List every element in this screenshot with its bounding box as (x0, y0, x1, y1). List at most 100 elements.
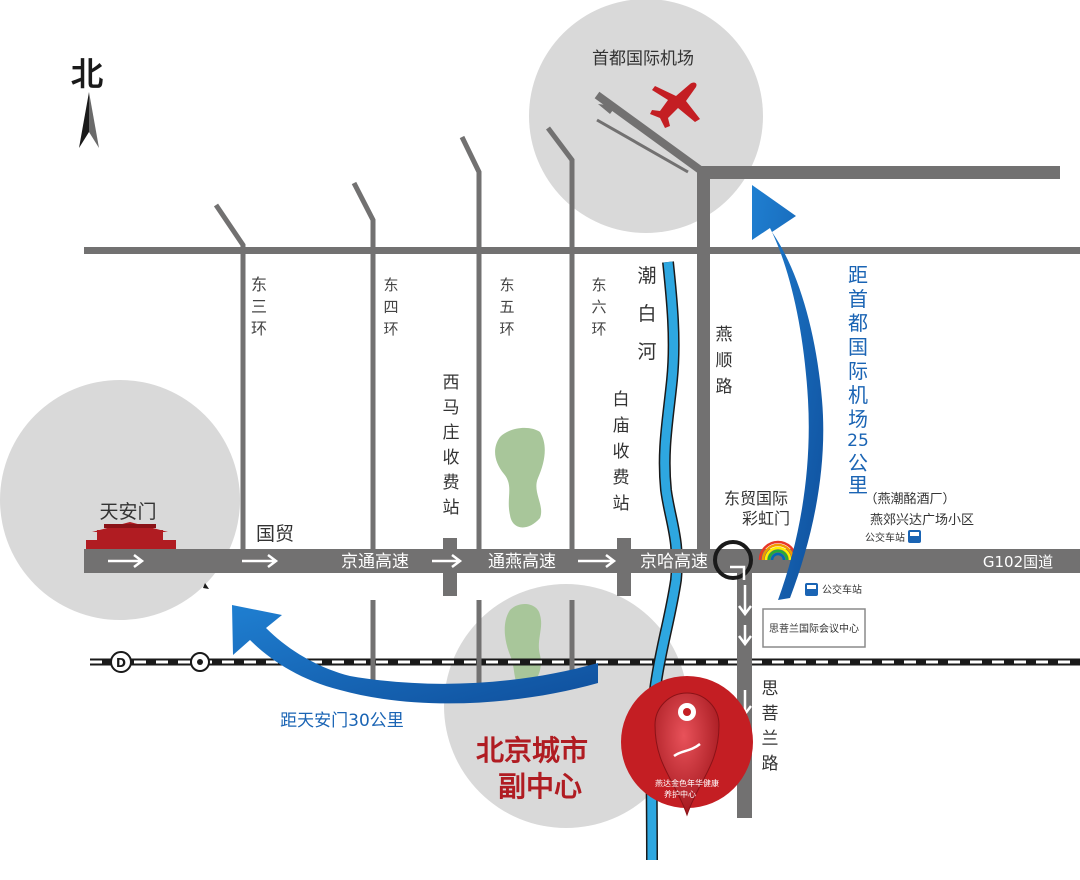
ring-road-east3-label: 东 三 环 (251, 275, 267, 338)
ring-road-east5 (459, 135, 482, 685)
ring-road-east3 (213, 203, 246, 552)
rainbow-gate-label-line2: 彩虹门 (742, 509, 790, 528)
ring-road-east4 (351, 181, 376, 685)
roundabout (713, 540, 753, 580)
svg-text:环: 环 (499, 320, 514, 338)
svg-text:白: 白 (637, 303, 656, 325)
svg-text:D: D (116, 656, 126, 670)
svg-text:东: 东 (591, 276, 606, 294)
svg-text:马: 马 (443, 398, 460, 418)
small-marker (203, 583, 209, 589)
svg-text:费: 费 (443, 473, 460, 493)
tiananmen-circle (0, 380, 240, 620)
svg-text:东: 东 (383, 276, 398, 294)
bus-stop-1-label: 公交车站 (865, 531, 905, 544)
bus-stop-2-label: 公交车站 (822, 583, 862, 596)
subcenter-label-line1: 北京城市 (476, 734, 588, 767)
svg-text:庄: 庄 (443, 423, 460, 443)
toll-baimiao-label: 白 庙 收 费 站 (613, 390, 630, 514)
park-south (504, 603, 542, 690)
svg-text:燕: 燕 (716, 325, 733, 345)
tiananmen-label: 天安门 (99, 501, 156, 523)
svg-text:际: 际 (848, 359, 868, 383)
svg-text:东: 东 (251, 275, 267, 294)
svg-text:25: 25 (847, 431, 869, 451)
conference-center-label: 思菩兰国际会议中心 (769, 622, 859, 635)
svg-text:环: 环 (383, 320, 398, 338)
tiananmen-distance-label: 距天安门30公里 (280, 711, 404, 731)
svg-text:兰: 兰 (762, 729, 779, 749)
svg-text:潮: 潮 (637, 265, 656, 287)
railway-station-icon: D (110, 651, 132, 673)
svg-text:费: 费 (613, 468, 630, 488)
svg-text:距: 距 (848, 263, 868, 287)
airport-distance-label: 距 首 都 国 际 机 场 25 公 里 (847, 263, 869, 497)
airplane-icon (650, 82, 700, 128)
rainbow-gate-label-line1: 东贸国际 (724, 489, 788, 508)
park-north (495, 427, 545, 528)
svg-text:环: 环 (251, 319, 267, 338)
guomao-label: 国贸 (256, 523, 294, 545)
airport-circle (529, 0, 763, 233)
ring-road-east5-label: 东 五 环 (499, 276, 514, 338)
svg-text:六: 六 (591, 298, 606, 316)
svg-text:思: 思 (762, 679, 779, 699)
pin-text-line1: 燕达金色年华健康 (655, 778, 719, 788)
highway-jingtong-label: 京通高速 (341, 552, 409, 572)
toll-ximazhuang-label: 西 马 庄 收 费 站 (443, 373, 460, 518)
sishanlan-road-label: 思 菩 兰 路 (762, 679, 779, 774)
svg-text:站: 站 (443, 498, 460, 518)
north-road (84, 247, 1080, 254)
svg-text:首: 首 (848, 287, 868, 311)
airport-direction-arrow (598, 104, 616, 114)
airport-diagonal-road (594, 91, 706, 176)
destination-pin-icon (654, 692, 720, 817)
airport-diagonal-road-2 (596, 118, 689, 174)
svg-text:四: 四 (383, 298, 398, 316)
svg-text:里: 里 (848, 473, 868, 497)
bus-icon-2 (805, 583, 818, 596)
svg-text:站: 站 (613, 494, 630, 514)
svg-text:环: 环 (591, 320, 606, 338)
ring-road-east4-label: 东 四 环 (383, 276, 398, 338)
svg-text:路: 路 (716, 377, 733, 397)
svg-text:都: 都 (848, 311, 868, 335)
g102-label: G102国道 (983, 553, 1053, 571)
yanshun-road (697, 166, 710, 556)
svg-text:白: 白 (613, 390, 630, 410)
conference-center-box (762, 608, 866, 648)
svg-text:五: 五 (499, 298, 514, 316)
north-arrow-icon (79, 92, 99, 148)
svg-text:三: 三 (251, 297, 267, 316)
svg-text:公: 公 (848, 451, 868, 475)
highway-jingha-label: 京哈高速 (640, 552, 708, 572)
svg-text:东: 东 (499, 276, 514, 294)
svg-text:机: 机 (848, 383, 868, 407)
tiananmen-gate-icon (86, 522, 176, 549)
svg-text:路: 路 (762, 754, 779, 774)
airport-road (697, 166, 1060, 179)
airport-label: 首都国际机场 (592, 49, 694, 69)
svg-text:顺: 顺 (716, 351, 733, 371)
railway-stop-icon (190, 652, 210, 672)
subcenter-label-line2: 副中心 (498, 770, 582, 803)
airport-distance-arrow (752, 185, 824, 600)
toll-ximazhuang-gate (443, 538, 457, 596)
highway-arrows (108, 554, 752, 717)
brewery-label: （燕潮酩酒厂） (864, 492, 955, 507)
bus-icon (908, 530, 921, 543)
pin-text-line2: 养护中心 (664, 789, 696, 799)
compass-label: 北 (71, 55, 103, 93)
river-label: 潮 白 河 (637, 265, 656, 363)
svg-text:河: 河 (637, 341, 656, 363)
plaza-label: 燕郊兴达广场小区 (870, 512, 974, 528)
svg-text:场: 场 (848, 407, 868, 431)
svg-text:西: 西 (443, 373, 460, 393)
toll-baimiao-gate (617, 538, 631, 596)
svg-text:收: 收 (443, 448, 460, 468)
highway-tongyan-label: 通燕高速 (488, 552, 556, 572)
svg-text:收: 收 (613, 442, 630, 462)
ring-road-east6-label: 东 六 环 (591, 276, 606, 338)
tiananmen-distance-arrow (232, 605, 598, 704)
